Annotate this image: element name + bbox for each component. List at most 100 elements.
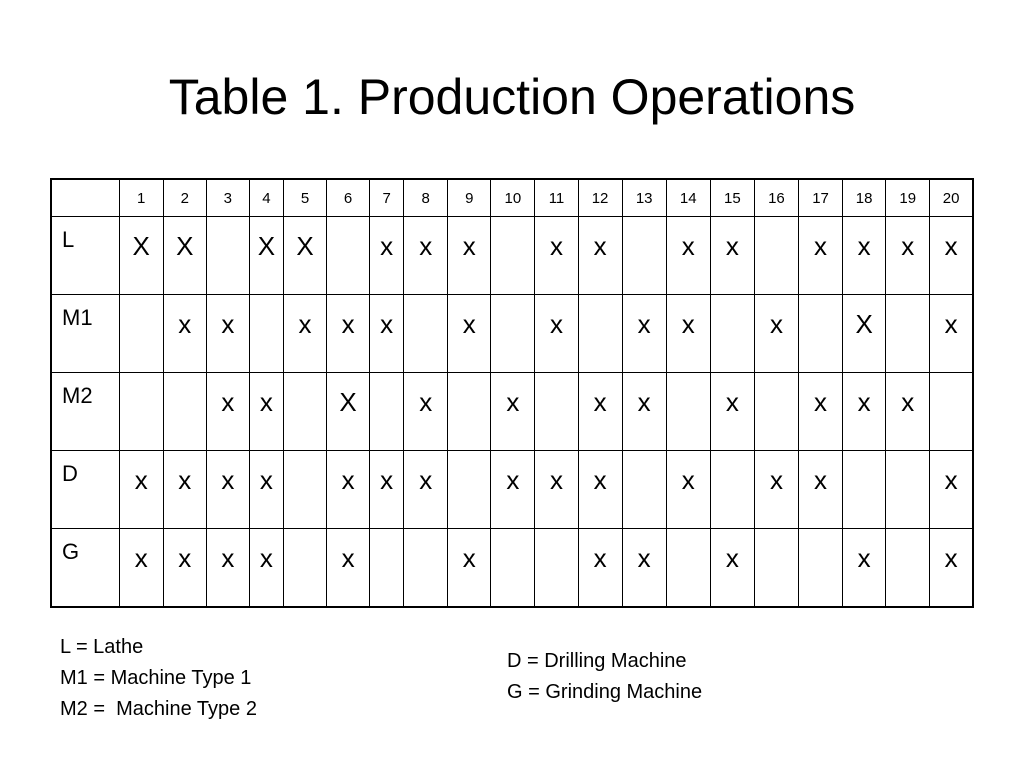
operation-cell: x: [403, 372, 449, 452]
operation-cell: [534, 372, 579, 452]
operation-cell: x: [248, 528, 284, 608]
legend-item: L = Lathe: [60, 636, 144, 658]
operation-cell: x: [797, 372, 844, 452]
operation-cell: [282, 528, 328, 608]
operation-cell: [490, 528, 536, 608]
operation-cell: [797, 294, 844, 374]
column-header: 10: [490, 178, 536, 218]
operation-cell: x: [248, 372, 284, 452]
column-header: 14: [665, 178, 711, 218]
operation-cell: x: [621, 372, 667, 452]
column-header: 16: [753, 178, 799, 218]
operation-cell: [447, 372, 492, 452]
legend-item: M2 = Machine Type 2: [60, 698, 257, 720]
operation-cell: x: [621, 294, 667, 374]
legend-item: D = Drilling Machine: [507, 650, 687, 672]
operation-cell: [205, 216, 250, 296]
operation-cell: [326, 216, 371, 296]
operation-cell: X: [842, 294, 887, 374]
operation-cell: [885, 450, 931, 530]
operation-cell: x: [885, 216, 931, 296]
operation-cell: x: [326, 294, 371, 374]
row-label: G: [50, 528, 120, 608]
operation-cell: X: [326, 372, 371, 452]
column-header: 5: [282, 178, 328, 218]
operation-cell: [885, 294, 931, 374]
operation-cell: x: [205, 294, 250, 374]
operation-cell: x: [709, 528, 755, 608]
operation-cell: [753, 528, 799, 608]
operation-cell: x: [369, 216, 405, 296]
operation-cell: x: [842, 372, 887, 452]
operation-cell: x: [403, 450, 449, 530]
operation-cell: x: [577, 372, 623, 452]
operation-cell: x: [885, 372, 931, 452]
operation-cell: [842, 450, 887, 530]
operation-cell: [118, 294, 164, 374]
column-header: 15: [709, 178, 755, 218]
operation-cell: X: [248, 216, 284, 296]
operation-cell: [534, 528, 579, 608]
operation-cell: x: [665, 294, 711, 374]
operation-cell: x: [797, 216, 844, 296]
operation-cell: [490, 294, 536, 374]
column-header: 12: [577, 178, 623, 218]
operation-cell: X: [282, 216, 328, 296]
operation-cell: [447, 450, 492, 530]
column-header: 7: [369, 178, 405, 218]
operation-cell: x: [929, 528, 974, 608]
legend-item: G = Grinding Machine: [507, 681, 703, 703]
row-label: M1: [50, 294, 120, 374]
operation-cell: [929, 372, 974, 452]
operation-cell: x: [282, 294, 328, 374]
operation-cell: x: [369, 294, 405, 374]
operation-cell: x: [534, 294, 579, 374]
column-header: 20: [929, 178, 974, 218]
operation-cell: [282, 450, 328, 530]
operation-cell: [621, 216, 667, 296]
operation-cell: [753, 216, 799, 296]
operation-cell: x: [326, 450, 371, 530]
operation-cell: x: [118, 528, 164, 608]
operation-cell: [665, 372, 711, 452]
operation-cell: x: [665, 450, 711, 530]
column-header: 2: [162, 178, 207, 218]
operation-cell: x: [369, 450, 405, 530]
page-title: Table 1. Production Operations: [168, 69, 856, 125]
operation-cell: [369, 528, 405, 608]
column-header: 18: [842, 178, 887, 218]
operation-cell: x: [577, 216, 623, 296]
operation-cell: x: [205, 528, 250, 608]
operation-cell: [621, 450, 667, 530]
operation-cell: [577, 294, 623, 374]
operation-cell: x: [929, 450, 974, 530]
column-header: 9: [447, 178, 492, 218]
operation-cell: x: [447, 216, 492, 296]
row-label: D: [50, 450, 120, 530]
operation-cell: x: [929, 216, 974, 296]
operation-cell: X: [118, 216, 164, 296]
operation-cell: x: [447, 528, 492, 608]
operation-cell: x: [797, 450, 844, 530]
legend-right: D = Drilling Machine G = Grinding Machin…: [507, 646, 702, 708]
operation-cell: x: [162, 528, 207, 608]
operation-cell: [162, 372, 207, 452]
operation-cell: [665, 528, 711, 608]
operation-cell: x: [162, 294, 207, 374]
operation-cell: X: [162, 216, 207, 296]
operation-cell: x: [842, 216, 887, 296]
operation-cell: x: [929, 294, 974, 374]
operation-cell: x: [709, 216, 755, 296]
operation-cell: [403, 294, 449, 374]
operation-cell: [118, 372, 164, 452]
column-header: 4: [248, 178, 284, 218]
column-header: 11: [534, 178, 579, 218]
operation-cell: x: [709, 372, 755, 452]
operation-cell: x: [577, 528, 623, 608]
column-header: 17: [797, 178, 844, 218]
